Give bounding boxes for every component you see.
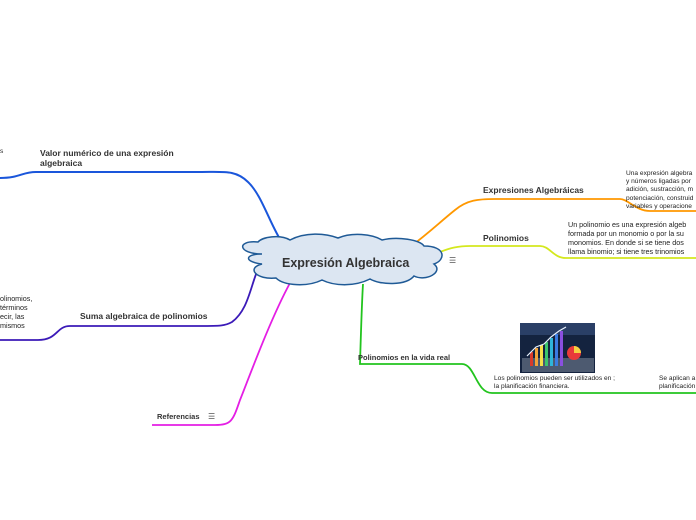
- expresiones-desc-line-3: adición, sustracción, m: [626, 186, 694, 194]
- suma-cut-line-1: olinomios,: [0, 294, 33, 303]
- suma-cut-line-2: términos: [0, 303, 28, 312]
- expresiones-desc-line-4: potenciación, construid: [626, 194, 694, 202]
- expresiones-desc-line-1: Una expresión algebra: [626, 170, 693, 177]
- central-topic-cloud[interactable]: [242, 233, 443, 286]
- vida-real-left-description: Los polinomios pueden ser utilizados en …: [494, 375, 634, 391]
- connector-valor: [0, 170, 284, 245]
- connector-vida-real: [359, 283, 696, 394]
- polinomios-desc-line-2: formada por un monomio o por la su: [568, 229, 684, 238]
- referencias-note-icon[interactable]: ☰: [208, 412, 216, 421]
- topic-referencias[interactable]: Referencias: [157, 412, 200, 421]
- vida-real-right-line-1: Se aplican a: [659, 375, 696, 382]
- suma-cut-description: olinomios, términos ecir, las mismos: [0, 294, 40, 330]
- connector-suma: [0, 268, 259, 341]
- polinomios-description: Un polinomio es una expresión algeb form…: [568, 220, 696, 256]
- vida-real-left-line-1: Los polinomios pueden ser utilizados en …: [494, 375, 615, 382]
- connector-expresiones: [409, 198, 696, 248]
- vida-real-right-description: Se aplican a planificación: [659, 375, 696, 391]
- topic-valor-line-2: algebraica: [40, 158, 83, 168]
- note-icon[interactable]: ☰: [449, 256, 457, 265]
- vida-real-right-line-2: planificación: [659, 383, 696, 391]
- expresiones-description: Una expresión algebra y números ligadas …: [626, 170, 696, 211]
- financial-chart-image: [520, 323, 595, 373]
- topic-valor-line-1: Valor numérico de una expresión: [40, 148, 174, 158]
- topic-expresiones-algebraicas[interactable]: Expresiones Algebráicas: [483, 185, 584, 195]
- connector-polinomios: [439, 245, 696, 259]
- polinomios-desc-line-4: llama binomio; si tiene tres trinomios: [568, 247, 685, 256]
- polinomios-desc-line-3: monomios. En donde si se tiene dos: [568, 238, 684, 247]
- polinomios-desc-line-1: Un polinomio es una expresión algeb: [568, 220, 687, 229]
- central-topic-title[interactable]: Expresión Algebraica: [282, 256, 410, 270]
- topic-polinomios[interactable]: Polinomios: [483, 233, 529, 243]
- vida-real-left-line-2: la planificación financiera.: [494, 383, 570, 391]
- expresiones-desc-line-5: variables y operacione: [626, 202, 692, 210]
- topic-suma-algebraica[interactable]: Suma algebraica de polinomios: [80, 311, 208, 321]
- valor-cut-text: s: [0, 148, 4, 155]
- connector-referencias: [152, 282, 291, 426]
- topic-polinomios-vida-real[interactable]: Polinomios en la vida real: [358, 353, 451, 362]
- suma-cut-line-4: mismos: [0, 321, 25, 330]
- topic-valor-numerico[interactable]: Valor numérico de una expresión algebrai…: [40, 148, 174, 168]
- suma-cut-line-3: ecir, las: [0, 312, 25, 321]
- expresiones-desc-line-2: y números ligadas por: [626, 178, 691, 186]
